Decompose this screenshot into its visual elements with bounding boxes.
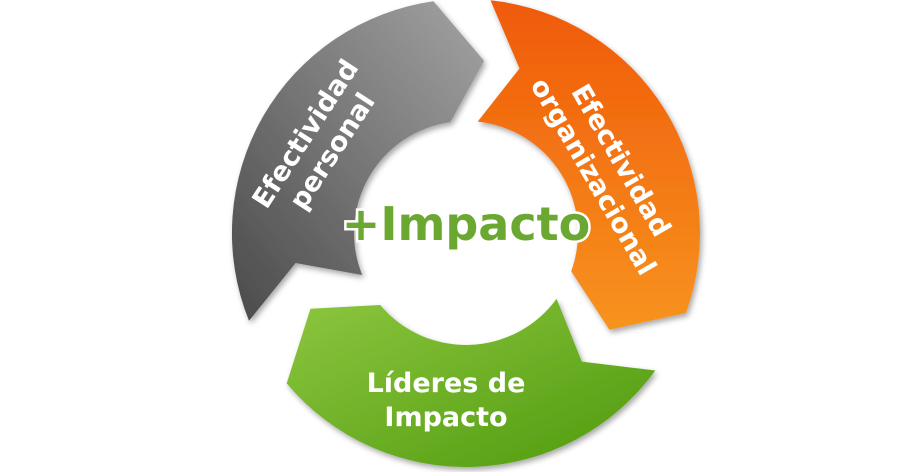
segment-arrow-organizacional xyxy=(477,0,700,330)
segment-arrow-lideres xyxy=(286,298,656,467)
center-label: +Impacto xyxy=(342,197,590,251)
label-lideres: Líderes de Impacto xyxy=(367,368,526,433)
label-lideres-line1: Líderes de xyxy=(367,368,526,399)
segment-arrow-personal xyxy=(231,1,485,321)
label-lideres-line2: Impacto xyxy=(384,402,507,433)
